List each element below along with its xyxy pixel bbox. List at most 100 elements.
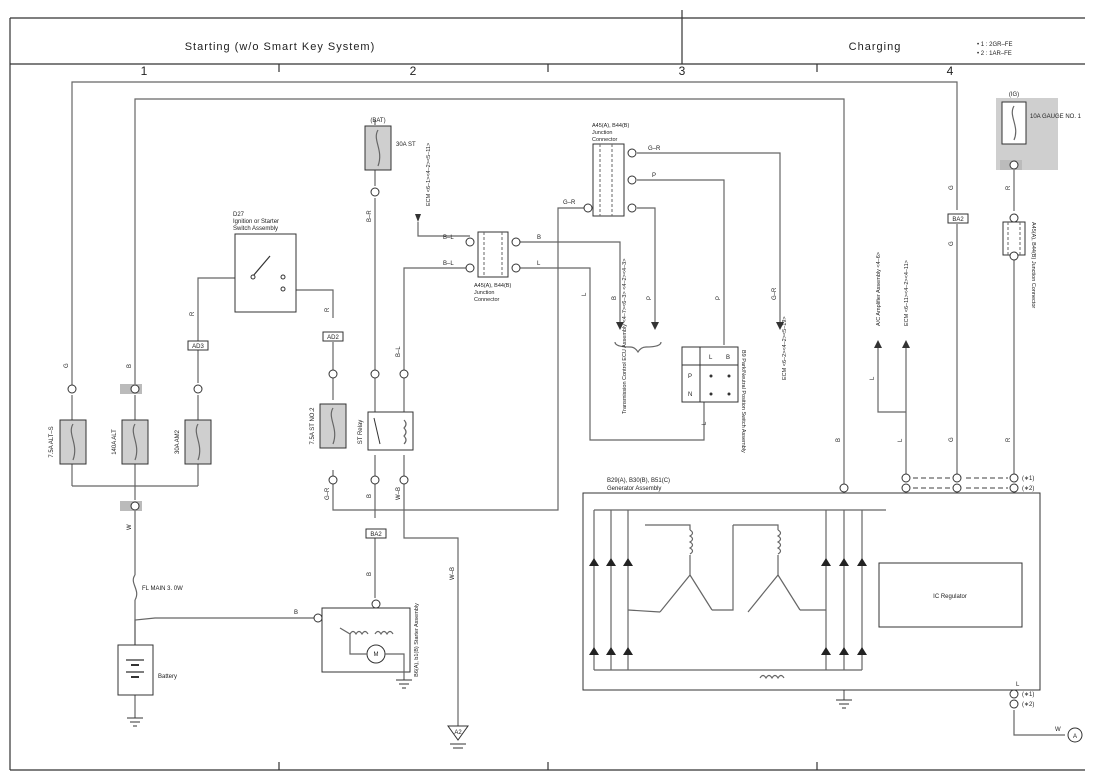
wire-l-park-bottom: L (702, 421, 708, 425)
wire-g-charge-2: G (949, 241, 955, 246)
zone-1: 1 (141, 64, 148, 78)
header-section-charging: Charging (849, 41, 902, 53)
wire-r-am2: R (190, 311, 196, 316)
starter-label: B6(A), b1(B) Starter Assembly (414, 603, 420, 677)
ground-battery (127, 717, 143, 727)
wire-wb-a2: W–B (450, 567, 456, 580)
grounds: A2 (127, 679, 852, 749)
wire-p-tcm: P (647, 296, 653, 300)
ac-amp-label: A/C Amplifier Assembly <4–6> (876, 252, 882, 326)
wire-wb-relay: W–B (396, 487, 402, 500)
tcm-label: Transmission Control ECU Assembly <4–7><… (622, 259, 628, 414)
junction-mid-label-1: A45(A), B44(B) (474, 283, 511, 289)
fuse-alt-s-label: 7.5A ALT–S (49, 426, 55, 457)
fuse-140a-alt-label: 140A ALT (112, 429, 118, 455)
connector-ba2-left: BA2 (365, 528, 387, 539)
fuse-st30: (BAT) 30A ST (364, 118, 416, 171)
marker-1b: (∗1) (1022, 692, 1034, 698)
fuse-gauge-label: 10A GAUGE NO. 1 (1030, 114, 1082, 120)
junction-top-label-3: Connector (592, 137, 618, 143)
fuse-st-no2 (319, 403, 347, 449)
wire-b-batt: B (294, 610, 298, 616)
wire-l-ecm3: L (898, 438, 904, 442)
wire-p-top-out: P (652, 173, 656, 179)
wire-b-starter: B (367, 494, 373, 498)
fuse-st-no2-label: 7.5A ST NO.2 (310, 407, 316, 445)
wire-b-ba2: B (367, 572, 373, 576)
offpage-a: A (1073, 734, 1077, 740)
zone-4: 4 (947, 64, 954, 78)
park-row-n: N (688, 392, 692, 398)
wire-r-ad2: R (325, 307, 331, 312)
frame (9, 10, 1085, 771)
wire-l-out: L (1016, 682, 1020, 688)
wire-w-out: W (1055, 727, 1061, 733)
connector-ad3-label: AD3 (192, 344, 204, 350)
arrow-targets (415, 214, 910, 354)
wire-g-charge-1: G (949, 185, 955, 190)
connector-ad2-label: AD2 (327, 335, 339, 341)
wire-w-main: W (127, 524, 133, 530)
junction-mid-label-2: Junction (474, 290, 495, 296)
wire-gr-top-out: G–R (648, 146, 661, 152)
wire-bl-junction-2: B–L (443, 261, 454, 267)
fuse-fl-main: FL MAIN 3. 0W (132, 574, 183, 601)
wires (71, 81, 1065, 736)
battery: Battery (117, 644, 177, 696)
ecm2-label: ECM <6–2><4–2><5–19> (782, 316, 788, 380)
wire-g-1: G (64, 363, 70, 368)
connector-ba2-right-label: BA2 (952, 217, 964, 223)
header-note-2: • 2 : 1AR–FE (977, 51, 1012, 57)
ignition-label-1: Ignition or Starter (233, 219, 279, 225)
header-section-starting: Starting (w/o Smart Key System) (185, 41, 376, 53)
zone-3: 3 (679, 64, 686, 78)
generator-label-1: B29(A), B30(B), B51(C) (607, 478, 670, 484)
ecm1-label: ECM <6–1><4–2><5–11> (426, 143, 432, 206)
junction-connector-mid: A45(A), B44(B) Junction Connector (474, 231, 511, 303)
wire-gr-ecm2: G–R (772, 287, 778, 300)
fuse-alt-s (59, 419, 87, 465)
park-col-l: L (709, 355, 713, 361)
connector-ad2: AD2 (322, 331, 344, 342)
wire-b-gen: B (836, 438, 842, 442)
wire-b-tcm: B (612, 296, 618, 300)
generator-assembly: B29(A), B30(B), B51(C) Generator Assembl… (582, 478, 1041, 691)
fuse-140a-alt (121, 419, 149, 465)
ignition-switch: D27 Ignition or Starter Switch Assembly (233, 212, 297, 313)
ground-generator (836, 699, 852, 709)
wire-b-junction-out: B (537, 235, 541, 241)
pins: A (67, 148, 1083, 743)
starter-assembly: M B6(A), b1(B) Starter Assembly (321, 603, 420, 680)
ground-a2-label: A2 (454, 730, 462, 736)
marker-2b: (∗2) (1022, 702, 1034, 708)
wire-l-ac: L (870, 376, 876, 380)
ignition-label-2: Switch Assembly (233, 226, 278, 232)
connector-ba2-right: BA2 (947, 213, 969, 224)
fuse-am2-label: 30A AM2 (175, 429, 181, 454)
wire-gr-st2: G–R (325, 487, 331, 500)
fuse-fl-main-label: FL MAIN 3. 0W (142, 586, 183, 592)
wire-g-charge-3: G (949, 437, 955, 442)
st-relay: ST Relay (358, 411, 414, 451)
junction-top-label-2: Junction (592, 130, 613, 136)
wire-b-1: B (127, 364, 133, 368)
generator-label-2: Generator Assembly (607, 486, 661, 492)
park-neutral-switch: L B P N B9 Park/Neutral Position Switch … (681, 346, 746, 453)
wire-r-gauge: R (1006, 185, 1012, 190)
park-row-p: P (688, 374, 692, 380)
wire-l-park: L (582, 292, 588, 296)
zone-2: 2 (410, 64, 417, 78)
park-col-b: B (726, 355, 730, 361)
ground-starter (396, 679, 412, 689)
header-note-1: • 1 : 2GR–FE (977, 42, 1012, 48)
wire-p-park: P (716, 296, 722, 300)
fuse-am2 (184, 419, 212, 465)
wire-bl-relay: B–L (396, 346, 402, 357)
park-switch-label: B9 Park/Neutral Position Switch Assembly (740, 350, 746, 453)
connector-ad3: AD3 (187, 340, 209, 351)
connector-ba2-left-label: BA2 (370, 532, 382, 538)
junction-connector-right: A45(A), B44(B) Junction Connector (1002, 221, 1036, 308)
st-relay-label: ST Relay (358, 420, 364, 445)
junction-mid-label-3: Connector (474, 297, 500, 303)
